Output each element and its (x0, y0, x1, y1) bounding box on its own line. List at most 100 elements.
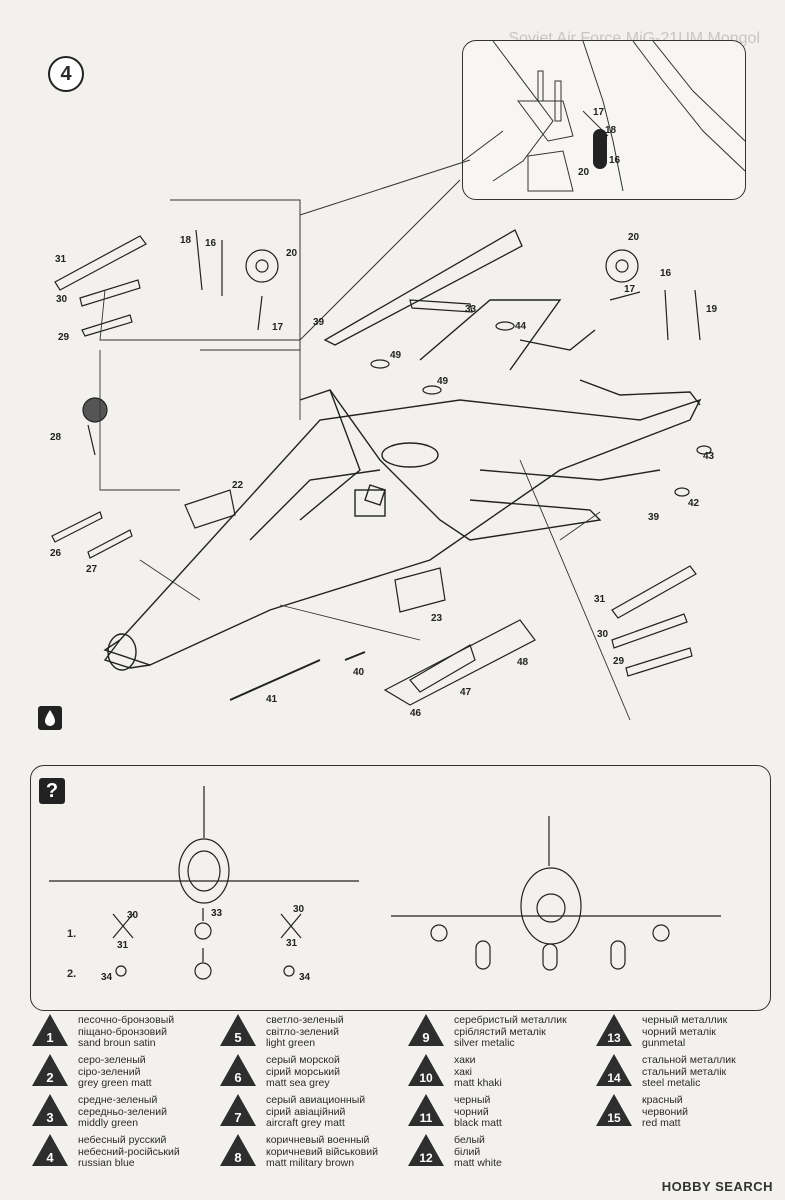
legend-ua-15: червоний (642, 1105, 688, 1118)
legend-num-7: 7 (234, 1110, 241, 1125)
legend-ru-1: песочно-бронзовый (78, 1014, 175, 1026)
front-views-panel: ? (30, 765, 771, 1011)
part-29-right: 29 (613, 656, 625, 667)
legend-ua-8: коричневий військовий (266, 1145, 378, 1158)
legend-ua-4: небесний-російський (78, 1145, 180, 1158)
part-29-left: 29 (58, 332, 70, 343)
legend-num-2: 2 (46, 1070, 53, 1085)
legend-ru-10: хаки (454, 1054, 476, 1066)
legend-en-3: middly green (78, 1117, 139, 1129)
legend-ua-13: чорний металік (642, 1025, 716, 1038)
part-47: 47 (460, 687, 472, 698)
part-46: 46 (410, 708, 422, 719)
assembly-drawing: 31 30 29 28 26 27 22 18 16 20 17 39 33 4… (50, 159, 718, 721)
legend-num-8: 8 (234, 1150, 241, 1165)
part-33: 33 (465, 304, 477, 315)
leader-lines (99, 289, 631, 721)
legend-ua-12: білий (454, 1145, 481, 1158)
legend-en-12: matt white (454, 1157, 502, 1169)
legend-num-6: 6 (234, 1070, 241, 1085)
view1-part-33: 33 (211, 908, 223, 919)
part-31-left: 31 (55, 254, 67, 265)
legend-ru-8: коричневый военный (266, 1134, 370, 1146)
row-label-2: 2. (67, 968, 77, 980)
legend-ua-11: чорний (454, 1105, 489, 1118)
view1-part-31-c: 31 (286, 938, 298, 949)
legend-en-15: red matt (642, 1117, 681, 1129)
inset-detail-view: 17 18 16 20 (462, 40, 746, 200)
legend-en-4: russian blue (78, 1157, 135, 1169)
legend-num-14: 14 (607, 1071, 621, 1085)
inset-part-18: 18 (605, 125, 617, 136)
view1-part-30-c: 30 (293, 904, 305, 915)
fuselage (103, 299, 702, 671)
legend-num-9: 9 (422, 1030, 429, 1045)
legend-en-10: matt khaki (454, 1077, 502, 1089)
part-20-right: 20 (628, 232, 640, 243)
front-views-drawing: 30 31 33 30 31 34 34 (49, 786, 721, 983)
legend-ru-2: серо-зеленый (78, 1054, 146, 1066)
legend-num-12: 12 (419, 1151, 433, 1165)
legend-en-6: matt sea grey (266, 1077, 330, 1089)
inset-drawing: 17 18 16 20 (463, 41, 745, 192)
legend-en-5: light green (266, 1037, 316, 1049)
legend-ru-12: белый (454, 1134, 485, 1146)
legend-ru-11: черный (454, 1094, 491, 1106)
part-48: 48 (517, 657, 529, 668)
part-17-right: 17 (624, 284, 636, 295)
part-20-left: 20 (286, 248, 298, 259)
part-31-right: 31 (594, 594, 606, 605)
legend-num-10: 10 (419, 1071, 433, 1085)
view2-part-34-a: 34 (101, 972, 113, 983)
part-30-left: 30 (56, 294, 68, 305)
legend-ru-14: стальной металлик (642, 1054, 736, 1066)
legend-ua-9: сріблястий металік (454, 1025, 546, 1038)
part-17-left: 17 (272, 322, 284, 333)
legend-ua-3: середньо-зелений (78, 1105, 167, 1118)
legend-ua-7: сірий авіаційний (266, 1105, 346, 1118)
inset-wheel-shape (593, 129, 607, 169)
legend-en-9: silver metalic (454, 1037, 515, 1049)
legend-en-11: black matt (454, 1117, 502, 1129)
legend-ua-10: хакі (454, 1065, 472, 1078)
view1-part-31-a: 31 (117, 940, 129, 951)
legend-ru-4: небесный русский (78, 1134, 167, 1146)
legend-ru-13: черный металлик (642, 1014, 728, 1026)
part-39-left: 39 (313, 317, 325, 328)
part-28: 28 (50, 432, 62, 443)
legend-num-5: 5 (234, 1030, 241, 1045)
part-49-b: 49 (437, 376, 449, 387)
part-23: 23 (431, 613, 443, 624)
legend-num-15: 15 (607, 1111, 621, 1125)
part-42: 42 (688, 498, 700, 509)
part-27: 27 (86, 564, 98, 575)
legend-ua-14: стальний металік (642, 1065, 727, 1078)
step-number-badge: 4 (48, 56, 84, 92)
legend-ru-5: светло-зеленый (266, 1014, 344, 1026)
watermark-logo: HOBBY SEARCH (661, 1179, 773, 1194)
legend-en-2: grey green matt (78, 1077, 152, 1089)
legend-en-7: aircraft grey matt (266, 1117, 345, 1129)
small-parts (51, 299, 712, 706)
part-16-right: 16 (660, 268, 672, 279)
row-label-1: 1. (67, 928, 77, 940)
part-16-left: 16 (205, 238, 217, 249)
part-19: 19 (706, 304, 718, 315)
part-40: 40 (353, 667, 365, 678)
legend-en-8: matt military brown (266, 1157, 355, 1169)
part-30-right: 30 (597, 629, 609, 640)
